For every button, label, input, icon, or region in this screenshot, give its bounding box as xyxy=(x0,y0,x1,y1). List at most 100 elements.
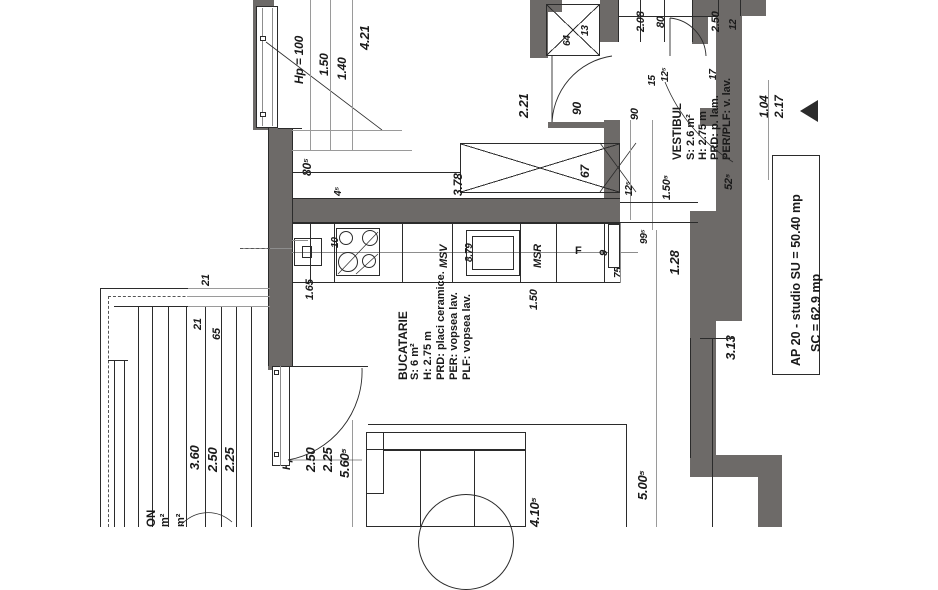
dim-150-kitchen: 1.50 xyxy=(528,289,540,310)
dim-line-tl-3 xyxy=(352,0,353,150)
section-arrow-marker xyxy=(800,100,818,122)
counter-div-1 xyxy=(310,223,311,282)
door-hinge-top xyxy=(274,370,279,375)
dim-12-top: 12 xyxy=(728,19,739,30)
wall-center-top xyxy=(530,0,548,58)
dim-80-5: 80⁵ xyxy=(300,158,314,176)
wall-face-left-outer xyxy=(268,128,269,366)
dim-128: 1.28 xyxy=(667,250,682,275)
grid-tr-v5 xyxy=(718,0,719,16)
kitchen-small-unit xyxy=(294,238,322,266)
dim-line-bottom-5605 xyxy=(352,420,353,527)
balcony-railing-dashed-left xyxy=(108,296,109,527)
grid-tr-v4 xyxy=(692,0,693,42)
sofa-cushion-div-2 xyxy=(474,450,475,527)
counter-center-line xyxy=(292,252,620,253)
door-swing-top-middle xyxy=(551,55,613,127)
dim-313: 3.13 xyxy=(723,335,738,360)
door-bottom-left-frame xyxy=(272,366,290,466)
wall-top-right-block xyxy=(600,0,618,42)
label-washing-machine: MSR xyxy=(532,244,544,268)
grid-tr-v6 xyxy=(740,0,741,16)
balcony-inner-band-top xyxy=(114,306,260,307)
cooktop-diagonals xyxy=(337,231,379,275)
dim-21-b: 21 xyxy=(192,318,204,330)
sofa-armrest-left xyxy=(366,432,384,494)
counter-div-3 xyxy=(402,223,403,282)
dim-1505: 1.50⁵ xyxy=(661,175,673,200)
dim-line-cr-2 xyxy=(652,120,653,230)
balcony-railing-dashed-top xyxy=(108,296,260,297)
dim-4-5: 4⁵ xyxy=(333,186,344,196)
dim-221: 2.21 xyxy=(516,93,531,118)
dining-table-round xyxy=(418,494,514,590)
dim-75-right: 75 xyxy=(613,267,624,278)
balcony-left-edge xyxy=(100,288,101,527)
balcony-inner-line-1 xyxy=(114,360,115,527)
sofa-cushion-div-1 xyxy=(420,450,421,527)
dim-21-a: 21 xyxy=(200,274,212,286)
dim-208: 2.08 xyxy=(635,11,647,32)
window-top-left-swing-line xyxy=(265,41,383,131)
counter-div-4 xyxy=(452,223,453,282)
kitchen-height: H: 2.75 m xyxy=(422,331,434,380)
wall-left-vertical-lower xyxy=(268,286,292,366)
vestibule-leader-line xyxy=(664,81,734,163)
window-top-left-mullion-a xyxy=(262,8,263,126)
dim-5005: 5.00⁵ xyxy=(635,470,650,500)
label-fridge: F xyxy=(575,245,582,257)
dim-250-top: 2.50 xyxy=(710,11,722,32)
dim-tick-cr-2 xyxy=(620,222,698,223)
wall-face-kitchen-upper xyxy=(292,198,620,199)
label-dishwasher: MSV xyxy=(438,244,450,268)
window-top-left-handle-top xyxy=(260,36,266,41)
dim-125-center: 12⁵ xyxy=(624,181,635,196)
counter-div-2 xyxy=(334,223,335,282)
dim-line-tl-2 xyxy=(330,0,331,150)
grid-tick-a xyxy=(292,240,308,241)
dim-65-left: 65 xyxy=(211,328,223,340)
dim-line-cr-1 xyxy=(630,120,631,220)
balcony-deck-line-6 xyxy=(221,306,222,527)
dim-217: 2.17 xyxy=(772,95,786,118)
dim-250-a: 2.50 xyxy=(205,447,220,472)
grid-tick-c xyxy=(620,223,621,283)
floor-plan-drawing: Hp = 100 1.50 1.40 4.21 80⁵ 4⁵ 3.78 67 2… xyxy=(100,0,823,590)
cooktop-burner-2 xyxy=(362,230,378,246)
dim-4105: 4.10⁵ xyxy=(527,497,542,527)
dim-90-vest: 90 xyxy=(629,108,641,120)
grid-tr-v2 xyxy=(640,0,641,42)
dim-67-wardrobe: 67 xyxy=(578,165,592,178)
kitchen-wall-finish: PER: vopsea lav. xyxy=(448,292,460,380)
sofa-seat-line xyxy=(384,450,526,451)
window-top-left-handle-bottom xyxy=(260,112,266,117)
dim-64-top: 64 xyxy=(562,35,573,46)
grid-dash-left-kitchen xyxy=(240,248,270,249)
dim-525: 52⁵ xyxy=(723,173,735,190)
door-bottom-left-leafline xyxy=(280,366,281,466)
counter-bottom-line xyxy=(292,282,620,283)
dim-13-top: 13 xyxy=(580,25,591,36)
counter-div-6 xyxy=(556,223,557,282)
balcony-deck-line-2 xyxy=(152,306,153,527)
balcony-deck-line-8 xyxy=(251,306,252,527)
door-threshold-line xyxy=(288,366,368,367)
dim-150-top: 1.50 xyxy=(317,53,331,76)
dim-tick-left-65 xyxy=(188,306,270,307)
wall-right-outer-vertical xyxy=(716,16,742,211)
kitchen-sink-outer xyxy=(466,230,520,276)
living-room-leader-line xyxy=(179,512,233,527)
balcony-deck-line-7 xyxy=(236,306,237,527)
dim-tick-left-21a xyxy=(188,288,270,289)
balcony-deck-line-5 xyxy=(205,306,206,527)
balcony-deck-line-1 xyxy=(138,306,139,527)
wardrobe-closet xyxy=(460,143,620,193)
cooktop-burner-3 xyxy=(338,252,358,272)
cooktop-burner-4 xyxy=(362,254,376,268)
plan-line-right-inner xyxy=(690,338,691,458)
dim-line-far-right xyxy=(656,230,657,527)
wall-vestibule-right xyxy=(692,0,708,44)
grid-tick-b xyxy=(620,252,638,253)
balcony-deck-line-3 xyxy=(168,306,169,527)
grid-tr-h1 xyxy=(618,16,718,17)
